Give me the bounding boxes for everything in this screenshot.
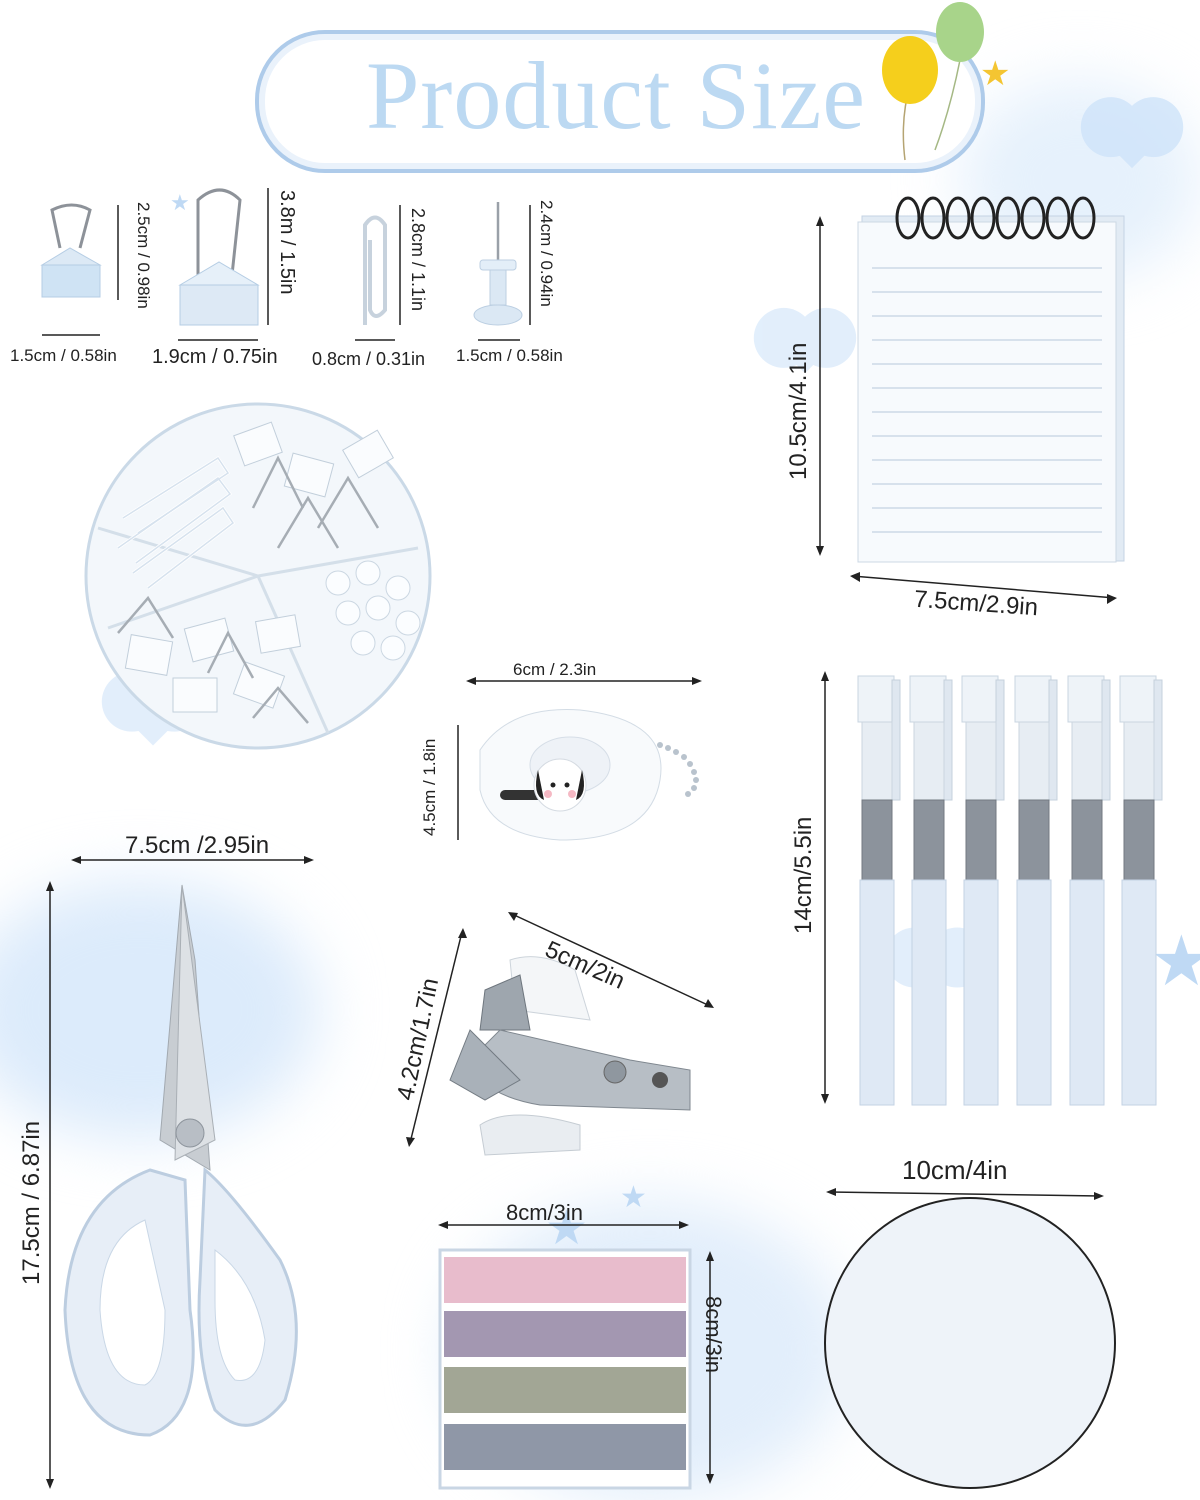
pens-height-label: 14cm/5.5in bbox=[790, 816, 817, 934]
paper-clip-height-label: 2.8cm / 1.1in bbox=[408, 208, 428, 312]
large-binder-clip bbox=[178, 188, 260, 326]
tape-dispenser-illustration bbox=[457, 677, 702, 841]
yellow-balloon-icon bbox=[882, 36, 938, 104]
star-icon: ★ bbox=[980, 54, 1010, 94]
push-pin-height-label: 2.4cm / 0.94in bbox=[537, 200, 556, 307]
scissors-width-label: 7.5cm /2.95in bbox=[125, 832, 270, 859]
green-balloon-icon bbox=[936, 2, 984, 62]
scissors-height-label: 17.5cm / 6.87in bbox=[18, 1120, 45, 1285]
tape-width-label: 6cm / 2.3in bbox=[513, 660, 597, 679]
gray-tab bbox=[444, 1424, 686, 1470]
page-title: Product Size bbox=[366, 42, 866, 149]
star-icon: ★ bbox=[620, 1181, 647, 1214]
purple-tab bbox=[444, 1311, 686, 1357]
sticky-tabs-illustration bbox=[438, 1221, 714, 1490]
title-banner bbox=[255, 30, 985, 173]
pen bbox=[857, 675, 901, 1106]
star-icon: ★ bbox=[545, 1202, 589, 1255]
small-binder-height-label: 2.5cm / 0.98in bbox=[134, 202, 153, 309]
pink-tab bbox=[444, 1257, 686, 1303]
tabs-width-label: 8cm/3in bbox=[506, 1200, 584, 1225]
star-icon: ★ bbox=[1150, 922, 1200, 1000]
notebook-illustration bbox=[816, 196, 1125, 604]
notebook-height-label: 10.5cm/4.1in bbox=[785, 342, 812, 480]
tabs-height-label: 8cm/3in bbox=[701, 1296, 726, 1374]
paper-clip bbox=[363, 215, 387, 325]
star-icon: ★ bbox=[170, 190, 190, 215]
small-binder-width-label: 1.5cm / 0.58in bbox=[10, 346, 117, 365]
puppy-face-icon bbox=[533, 758, 587, 812]
round-notes-illustration bbox=[824, 1188, 1116, 1489]
small-binder-clip bbox=[40, 203, 102, 298]
background-glow bbox=[0, 880, 320, 1140]
balloons-icon: ★ bbox=[882, 2, 1010, 161]
clip-organizer-box bbox=[84, 402, 432, 750]
clips-illustration bbox=[40, 188, 531, 341]
large-binder-width-label: 1.9cm / 0.75in bbox=[152, 346, 278, 368]
paper-clip-width-label: 0.8cm / 0.31in bbox=[312, 349, 426, 369]
push-pin bbox=[473, 202, 523, 326]
round-notes-width-label: 10cm/4in bbox=[902, 1155, 1008, 1185]
large-binder-height-label: 3.8m / 1.5in bbox=[276, 190, 298, 295]
scissors-illustration bbox=[46, 856, 314, 1489]
staple-remover-illustration bbox=[406, 912, 714, 1156]
spiral-binding bbox=[895, 196, 1096, 240]
pens-illustration bbox=[821, 671, 1163, 1106]
tape-height-label: 4.5cm / 1.8in bbox=[420, 738, 439, 836]
green-tab bbox=[444, 1367, 686, 1413]
push-pin-width-label: 1.5cm / 0.58in bbox=[456, 346, 563, 365]
